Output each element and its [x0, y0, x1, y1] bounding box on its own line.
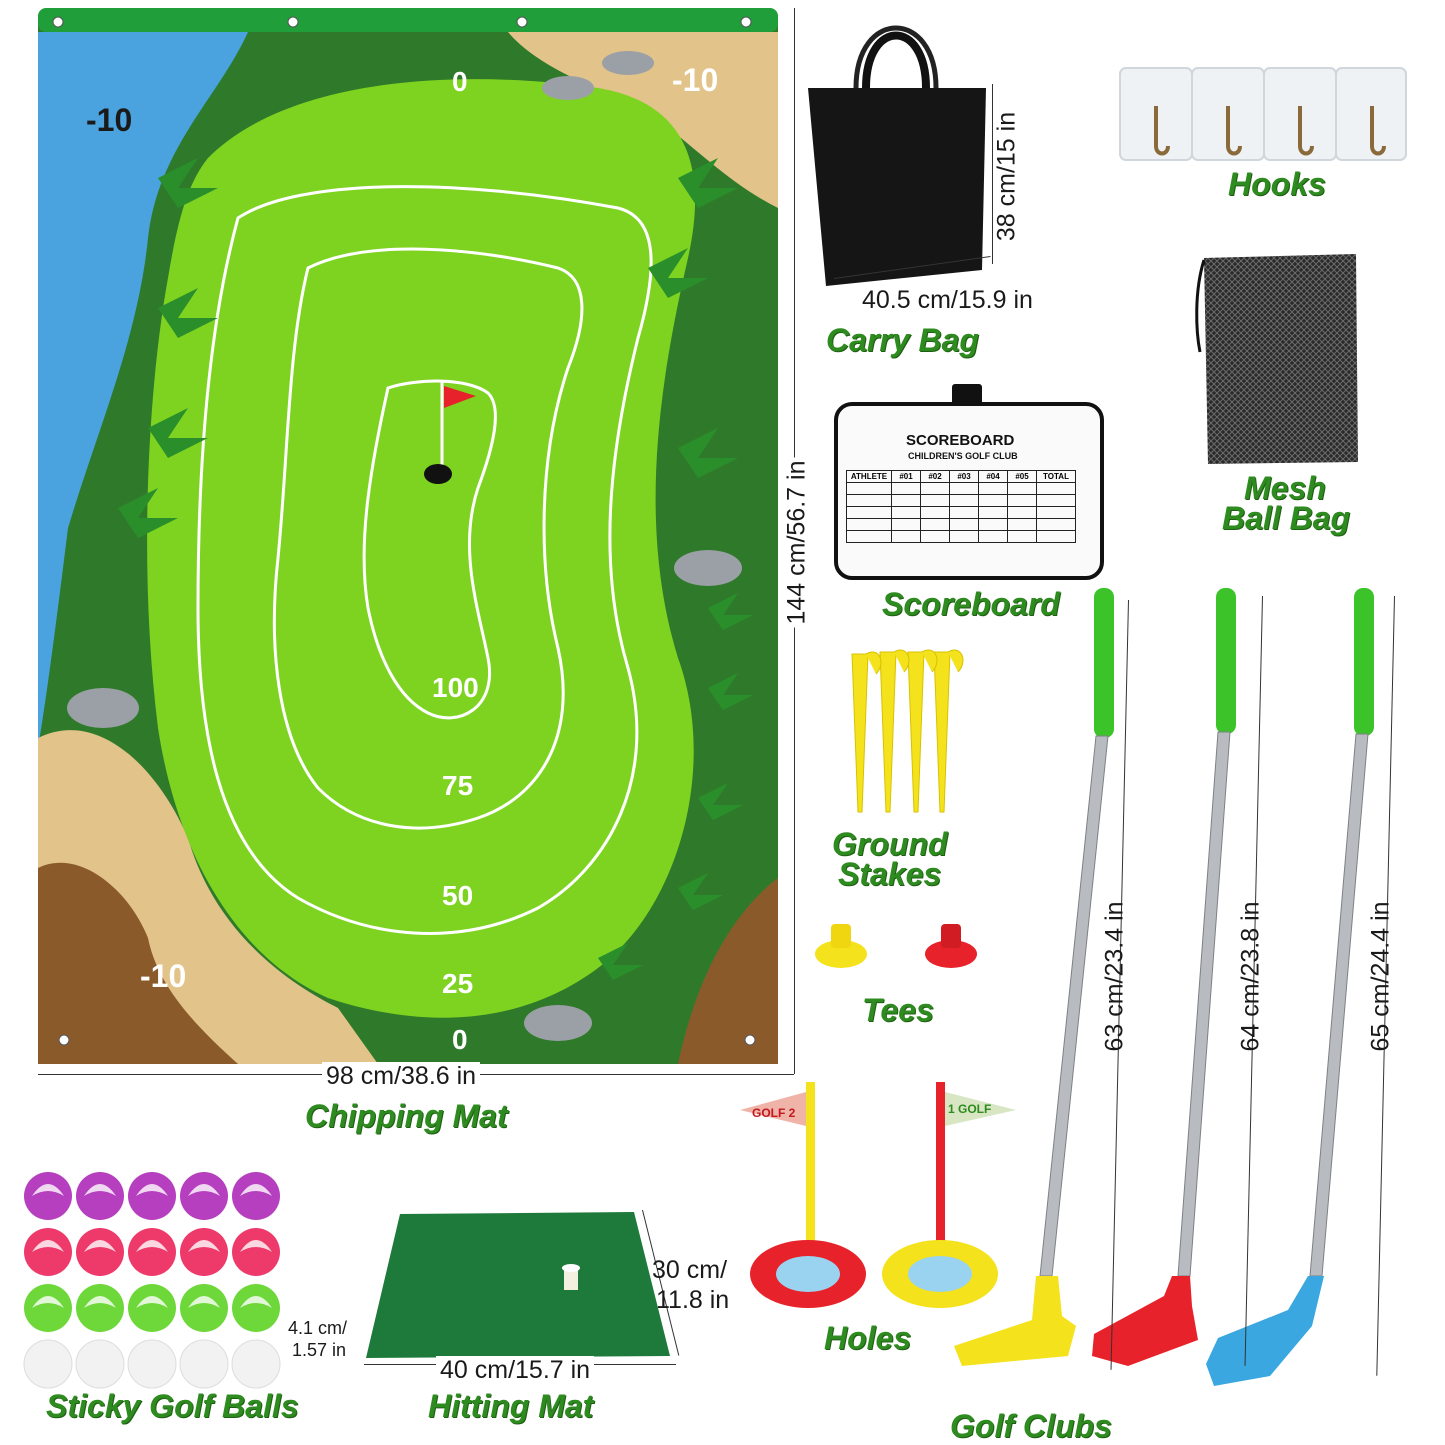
bag-width-label: 40.5 cm/15.9 in — [862, 286, 1033, 314]
score-75: 75 — [442, 770, 474, 801]
score-100: 100 — [432, 672, 479, 703]
hitting-mat — [364, 1210, 674, 1360]
mesh-ball-bag — [1190, 252, 1360, 468]
hole-2-flag-text: GOLF 2 — [752, 1106, 796, 1120]
golf-club-red — [1088, 586, 1268, 1376]
mat-height-label: 144 cm/56.7 in — [782, 457, 812, 628]
scoreboard-col-05: #05 — [1007, 470, 1037, 483]
chipping-mat-label: Chipping Mat — [305, 1098, 508, 1134]
hooks-label: Hooks — [1228, 166, 1326, 202]
scoreboard-table: ATHLETE #01 #02 #03 #04 #05 TOTAL — [846, 470, 1076, 543]
bag-height-label: 38 cm/15 in — [992, 111, 1021, 242]
club3-length-label: 65 cm/24.4 in — [1366, 901, 1395, 1052]
sticky-golf-balls — [22, 1172, 292, 1392]
hitting-mat-height-label-2: 11.8 in — [656, 1286, 730, 1314]
scoreboard-col-01: #01 — [891, 470, 921, 483]
scoreboard-col-02: #02 — [920, 470, 950, 483]
score-top-center: 0 — [452, 66, 468, 97]
hitting-mat-height-label-1: 30 cm/ — [652, 1256, 728, 1284]
score-50: 50 — [442, 880, 474, 911]
scoreboard-col-04: #04 — [978, 470, 1008, 483]
score-top-right: -10 — [672, 62, 719, 98]
sticky-golf-balls-label: Sticky Golf Balls — [46, 1388, 299, 1424]
scoreboard-subtitle: CHILDREN'S GOLF CLUB — [908, 451, 1018, 461]
tee-yellow — [814, 920, 868, 970]
golf-clubs-label: Golf Clubs — [950, 1408, 1112, 1444]
golf-club-yellow — [952, 586, 1132, 1376]
scoreboard-col-athlete: ATHLETE — [846, 470, 892, 483]
mesh-bag-label-1: Mesh — [1244, 470, 1326, 506]
club1-length-label: 63 cm/23.4 in — [1100, 901, 1129, 1052]
ground-stakes-label-1: Ground — [832, 826, 948, 862]
scoreboard-title: SCOREBOARD — [906, 432, 1015, 449]
hole-1 — [880, 1078, 1020, 1314]
carry-bag-label: Carry Bag — [826, 322, 979, 358]
ball-size-label-2: 1.57 in — [292, 1340, 347, 1360]
scoreboard-label: Scoreboard — [882, 586, 1060, 622]
hooks — [1118, 66, 1408, 162]
ground-stakes — [846, 648, 966, 814]
hole-1-flag-text: 1 GOLF — [948, 1102, 992, 1116]
bag-height-line — [992, 84, 993, 264]
chipping-mat: 0 -10 -10 100 75 50 25 -10 0 — [38, 8, 778, 1064]
score-bottom-left: -10 — [140, 958, 187, 994]
golf-club-blue — [1204, 586, 1384, 1386]
mesh-bag-label-2: Ball Bag — [1222, 500, 1351, 536]
score-bottom-center: 0 — [452, 1024, 468, 1055]
holes-label: Holes — [824, 1320, 912, 1356]
hole-2 — [738, 1078, 878, 1314]
scoreboard-col-total: TOTAL — [1036, 470, 1076, 483]
tee-red — [924, 920, 978, 970]
hitting-mat-label: Hitting Mat — [428, 1388, 594, 1424]
scoreboard-col-03: #03 — [949, 470, 979, 483]
hitting-mat-width-label: 40 cm/15.7 in — [436, 1356, 595, 1385]
score-25: 25 — [442, 968, 474, 999]
chipping-mat-illustration — [38, 8, 778, 1064]
scoreboard: SCOREBOARD CHILDREN'S GOLF CLUB ATHLETE … — [834, 384, 1104, 580]
mat-width-label: 98 cm/38.6 in — [322, 1062, 481, 1091]
score-top-left: -10 — [86, 102, 133, 138]
ground-stakes-label-2: Stakes — [838, 856, 942, 892]
ball-size-label-1: 4.1 cm/ — [288, 1318, 348, 1338]
tees-label: Tees — [862, 992, 934, 1028]
carry-bag — [806, 8, 988, 288]
club2-length-label: 64 cm/23.8 in — [1236, 901, 1265, 1052]
